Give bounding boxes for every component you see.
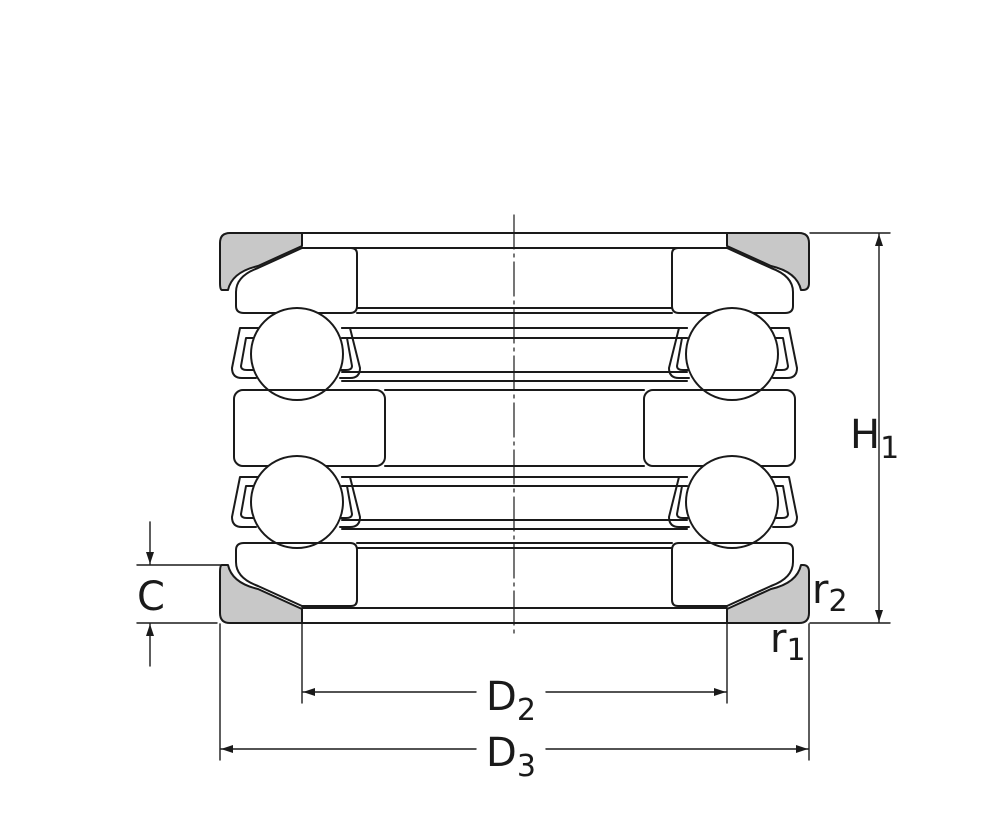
label-c: C [137,574,165,620]
section-top-left [219,232,303,291]
ball-upper-left [250,307,344,401]
label-r2: r2 [812,567,848,619]
label-d2: D2 [486,674,536,728]
lower-ball-row [231,455,798,549]
ball-lower-left [250,455,344,549]
label-d3: D3 [486,730,536,784]
label-r1: r1 [770,616,806,668]
dimension-lines [136,232,891,761]
top-housing-washer [219,232,810,314]
label-h1: H1 [850,412,899,466]
shaft-washer [233,389,796,467]
upper-ball-row [231,307,798,401]
ball-upper-right [685,307,779,401]
dimension-labels: H1 D2 D3 C r2 r1 [137,412,899,784]
section-bottom-right [726,564,810,624]
ball-lower-right [685,455,779,549]
section-top-right [726,232,810,291]
bottom-housing-washer [219,542,810,624]
section-bottom-left [219,564,303,624]
